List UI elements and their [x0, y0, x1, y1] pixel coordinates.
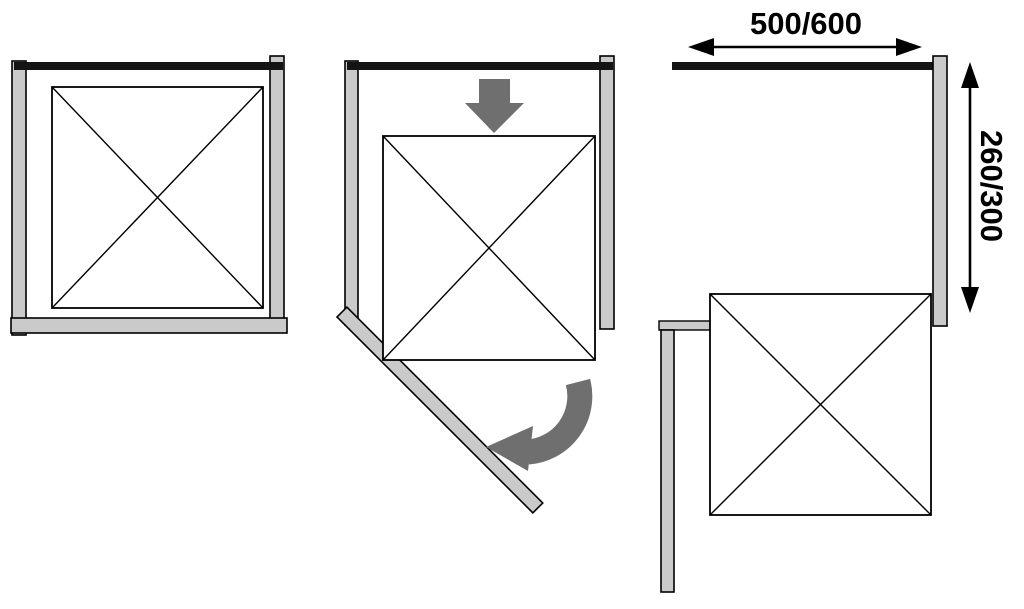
down-arrow-icon: [465, 79, 524, 133]
step1-panel-diagonal-2: [51, 86, 264, 309]
step3-right-side-bar: [932, 55, 948, 327]
rotate-arrow-icon: [486, 378, 593, 471]
step3-dropped-side-bar: [660, 329, 675, 593]
step2-panel-diagonal-2: [382, 135, 596, 361]
step2-left-side-bar: [344, 60, 359, 326]
width-dimension: 500/600: [688, 6, 922, 56]
width-dimension-label: 500/600: [750, 6, 862, 41]
step1-right-side-bar: [269, 55, 285, 323]
width-dimension-right-arrowhead: [896, 38, 922, 56]
step-3-open-figure: [658, 55, 948, 593]
step1-bottom-bar: [10, 317, 288, 334]
height-dimension-bottom-arrowhead: [961, 287, 979, 313]
rotate-arrow-head: [486, 426, 533, 471]
height-dimension: 260/300: [961, 62, 1009, 313]
rotate-arrow-curve: [526, 378, 593, 465]
step3-bottom-ledge: [658, 320, 715, 331]
step1-top-rail: [14, 62, 283, 70]
step2-right-side-bar: [599, 55, 615, 330]
step3-panel-diagonal-2: [709, 293, 932, 516]
step3-top-rail: [672, 62, 940, 70]
height-dimension-label: 260/300: [974, 130, 1009, 242]
width-dimension-left-arrowhead: [688, 38, 714, 56]
step1-front-panel: [51, 86, 264, 309]
step2-top-rail: [347, 62, 613, 70]
step1-left-side-bar: [11, 60, 27, 336]
step-2-lowering-figure: [335, 55, 615, 514]
step-1-closed-figure: [10, 55, 288, 336]
step3-front-panel: [709, 293, 932, 516]
step2-front-panel: [382, 135, 596, 361]
height-dimension-top-arrowhead: [961, 62, 979, 88]
